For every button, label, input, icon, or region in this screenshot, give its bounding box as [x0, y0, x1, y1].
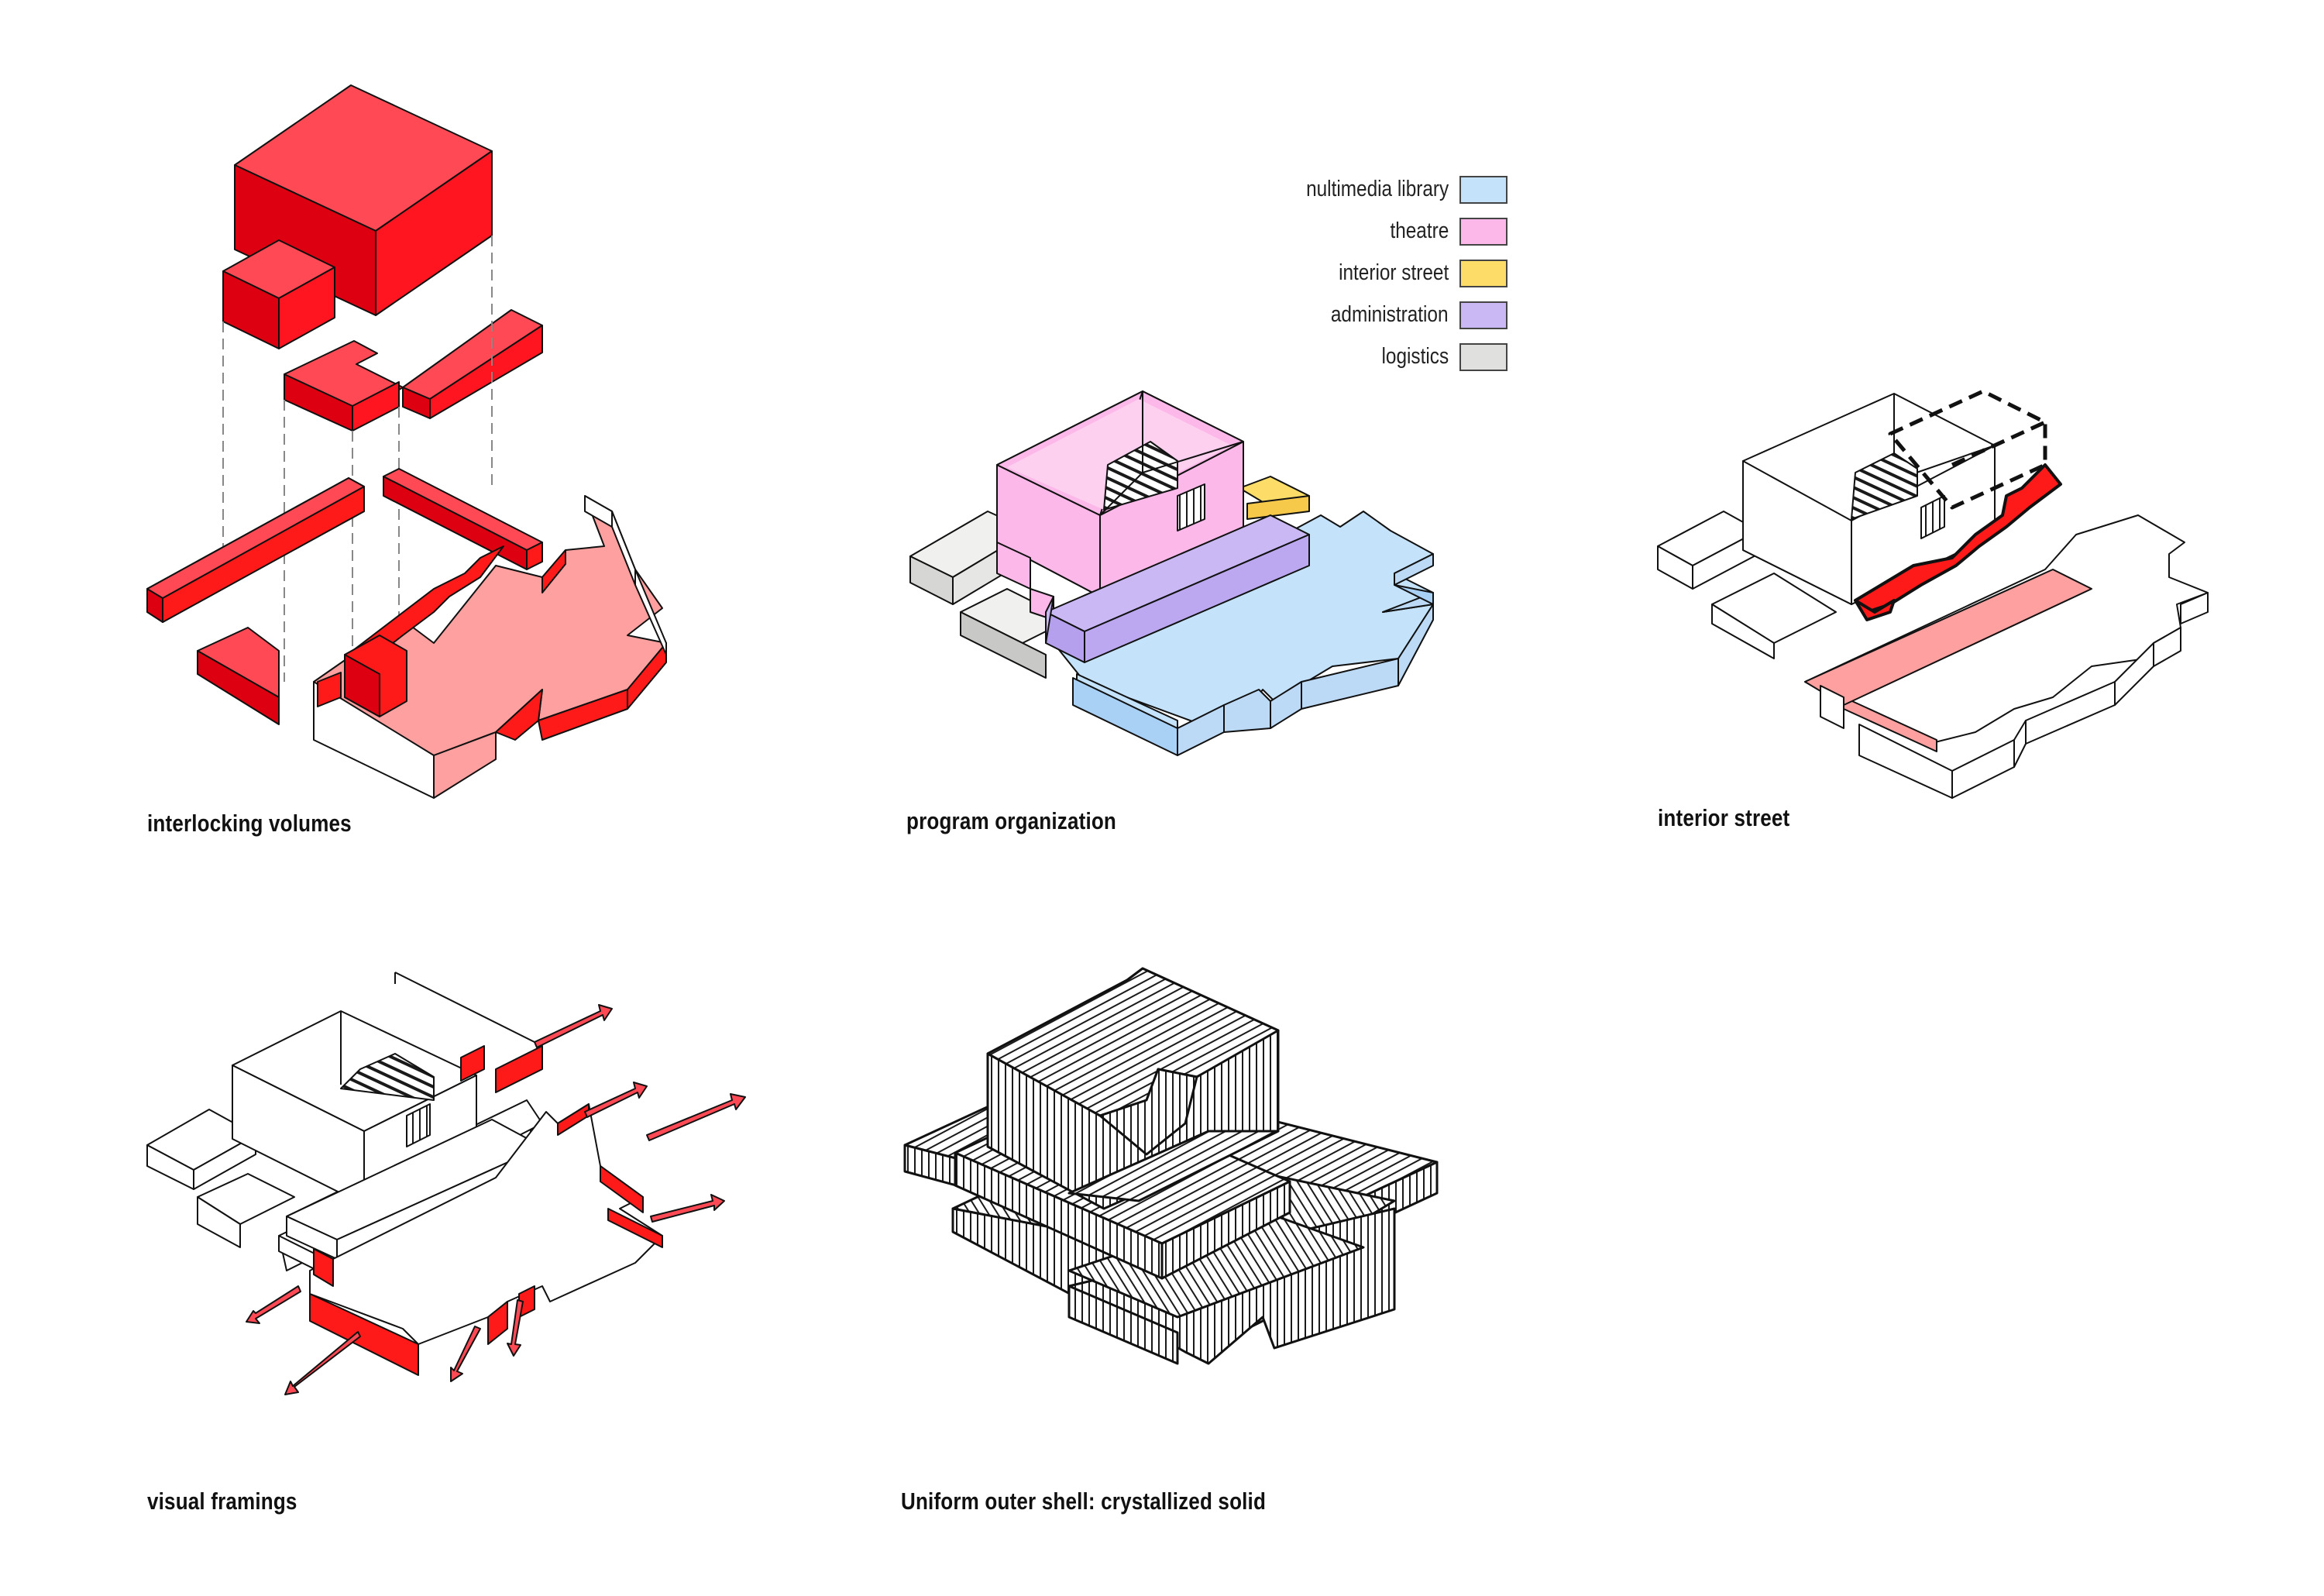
legend-swatch-library — [1459, 176, 1508, 204]
legend-swatches — [1459, 176, 1508, 371]
legend-swatch-administration — [1459, 301, 1508, 329]
ground-floor-plan — [146, 468, 667, 799]
legend-label-logistics: logistics — [1381, 344, 1449, 369]
legend-label-interior-street: interior street — [1338, 260, 1449, 285]
interior-street-volume — [1239, 476, 1310, 520]
theatre-volume-block — [234, 84, 493, 316]
interlocking-volumes-diagram — [146, 84, 667, 799]
legend-label-library: nultimedia library — [1305, 177, 1449, 201]
small-block — [222, 239, 335, 349]
interior-street-diagram — [1657, 389, 2209, 799]
legend-swatch-logistics — [1459, 343, 1508, 371]
caption-program-organization: program organization — [906, 807, 1117, 834]
program-organization-diagram — [909, 390, 1434, 756]
administration-volume — [1045, 514, 1310, 663]
legend-swatch-theatre — [1459, 218, 1508, 246]
legend-label-administration: administration — [1331, 302, 1449, 327]
outer-shell-diagram — [903, 967, 1439, 1365]
caption-interior-street: interior street — [1658, 804, 1790, 831]
visual-framings-diagram — [146, 972, 663, 1376]
caption-interlocking-volumes: interlocking volumes — [147, 810, 352, 837]
legend-label-theatre: theatre — [1390, 218, 1449, 243]
legend-swatch-interior-street — [1459, 260, 1508, 287]
l-shaped-slab — [284, 309, 543, 432]
caption-visual-framings: visual framings — [147, 1488, 297, 1515]
view-arrows — [246, 1004, 746, 1395]
multimedia-library-volume — [1053, 511, 1434, 756]
caption-outer-shell: Uniform outer shell: crystallized solid — [901, 1488, 1267, 1515]
theatre-volume — [996, 390, 1244, 621]
